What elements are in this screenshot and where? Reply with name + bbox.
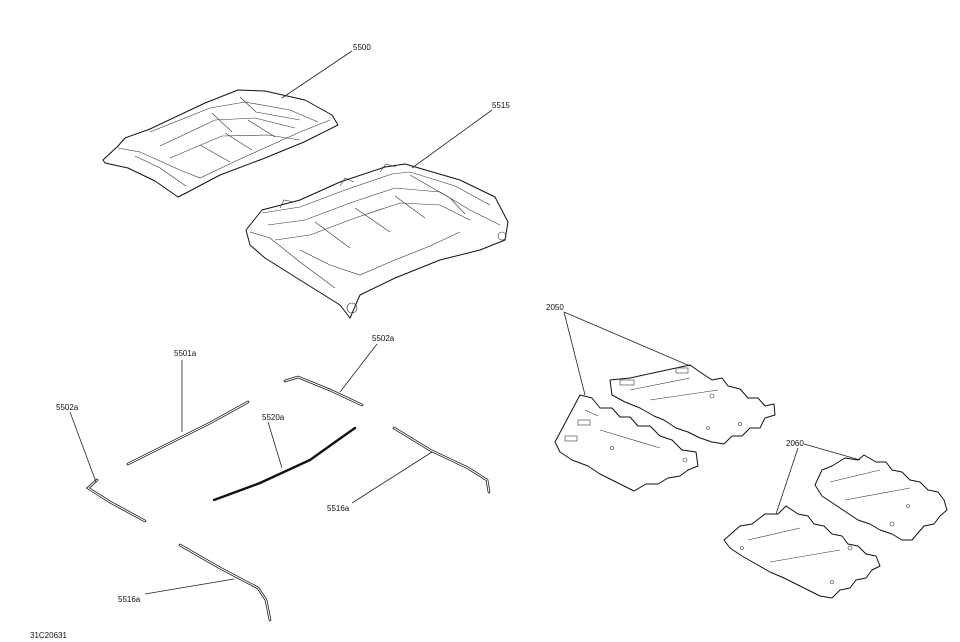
floor-mat-2050-rear[interactable] (609, 364, 776, 445)
leader-5515 (411, 109, 493, 169)
callout-5516a-right: 5516a (327, 504, 350, 513)
trim-5502a-left[interactable] (85, 478, 147, 523)
callout-2050: 2050 (546, 303, 564, 312)
leader-5500 (281, 50, 353, 99)
leader-2060-a (803, 443, 861, 461)
callout-5502a-left: 5502a (56, 403, 79, 412)
floor-mat-2050-front[interactable] (554, 394, 699, 492)
trim-5502a-right[interactable] (283, 375, 364, 407)
roof-panel-5515[interactable] (245, 163, 509, 319)
trim-5516a-bottom[interactable] (178, 543, 272, 622)
trim-5516a-right[interactable] (392, 426, 491, 494)
leader-5516a-right (351, 451, 433, 504)
figure-code: 31C20631 (30, 631, 67, 640)
leader-5502a-right (339, 343, 378, 393)
leader-5502a-left (69, 411, 97, 483)
callout-5502a-right: 5502a (372, 334, 395, 343)
leader-2060-b (775, 447, 799, 515)
callout-5520a: 5520a (262, 413, 285, 422)
callout-5500: 5500 (353, 43, 371, 52)
leader-2050-b (563, 311, 586, 396)
floor-mat-2060-front[interactable] (723, 505, 881, 599)
floor-mat-2060-rear[interactable] (814, 454, 948, 541)
callout-5516a-bottom: 5516a (118, 595, 141, 604)
callout-5515: 5515 (492, 101, 510, 110)
leader-5516a-bottom (144, 578, 235, 595)
callout-2060: 2060 (786, 439, 804, 448)
leader-5520a (267, 421, 283, 469)
trim-5501a[interactable] (126, 400, 250, 466)
leader-2050-a (563, 311, 691, 367)
roof-panel-5500[interactable] (102, 89, 339, 198)
seal-5520a[interactable] (212, 426, 357, 502)
callout-5501a: 5501a (174, 349, 197, 358)
